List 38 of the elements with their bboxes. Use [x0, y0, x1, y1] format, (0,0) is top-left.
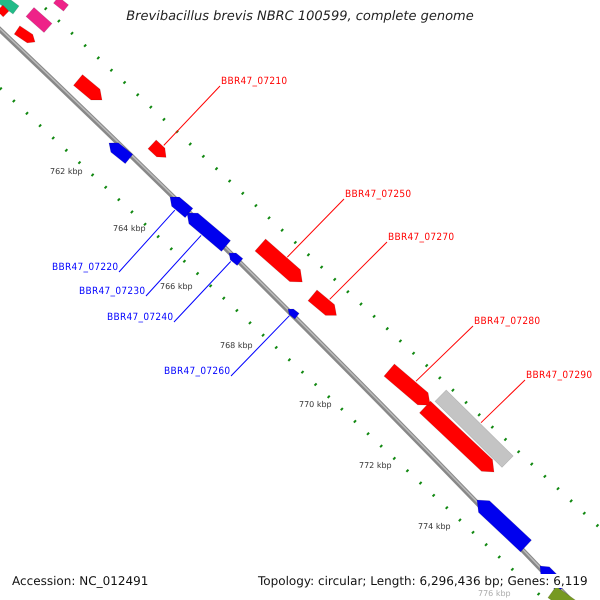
scale-label: 762 kbp [50, 167, 83, 177]
gene-label: BBR47_07290 [526, 370, 592, 382]
gene-feature [308, 290, 336, 315]
gene-label: BBR47_07240 [107, 312, 174, 324]
gene-feature [288, 308, 300, 319]
leader-line [480, 380, 526, 424]
leader-line [416, 326, 474, 382]
gene-label: BBR47_07260 [164, 366, 230, 378]
gene-feature [384, 364, 430, 405]
scale-label: 776 kbp [478, 589, 511, 599]
gene-label: BBR47_07210 [221, 76, 288, 88]
accession-text: Accession: NC_012491 [10, 574, 150, 588]
leader-line [329, 242, 388, 300]
leader-line [118, 210, 176, 272]
scale-label: 770 kbp [299, 400, 332, 410]
leader-line [174, 261, 232, 322]
title: Brevibacillus brevis NBRC 100599, complete genome [125, 9, 475, 24]
gene-label: BBR47_07280 [474, 316, 540, 328]
gene-feature [229, 252, 243, 266]
gene-feature [187, 213, 231, 252]
gene-label: BBR47_07220 [52, 262, 118, 274]
leader-line [146, 234, 202, 296]
gene-feature [254, 238, 302, 282]
gene-label: BBR47_07250 [345, 189, 412, 201]
scale-label: 772 kbp [359, 461, 392, 471]
gene-feature [148, 140, 166, 157]
scale-label: 766 kbp [160, 282, 193, 292]
scale-label: 774 kbp [418, 522, 451, 532]
gene-bar [435, 390, 514, 468]
gene-label: BBR47_07230 [79, 286, 146, 298]
gene-label: BBR47_07270 [388, 232, 454, 244]
scale-label: 764 kbp [113, 224, 146, 234]
genome-info-text: Topology: circular; Length: 6,296,436 bp; Genes: 6,119 [256, 574, 590, 588]
leader-line [163, 86, 220, 146]
leader-line [286, 198, 344, 258]
leader-line [230, 315, 290, 376]
gene-feature [170, 197, 193, 218]
scale-label: 768 kbp [220, 341, 253, 351]
